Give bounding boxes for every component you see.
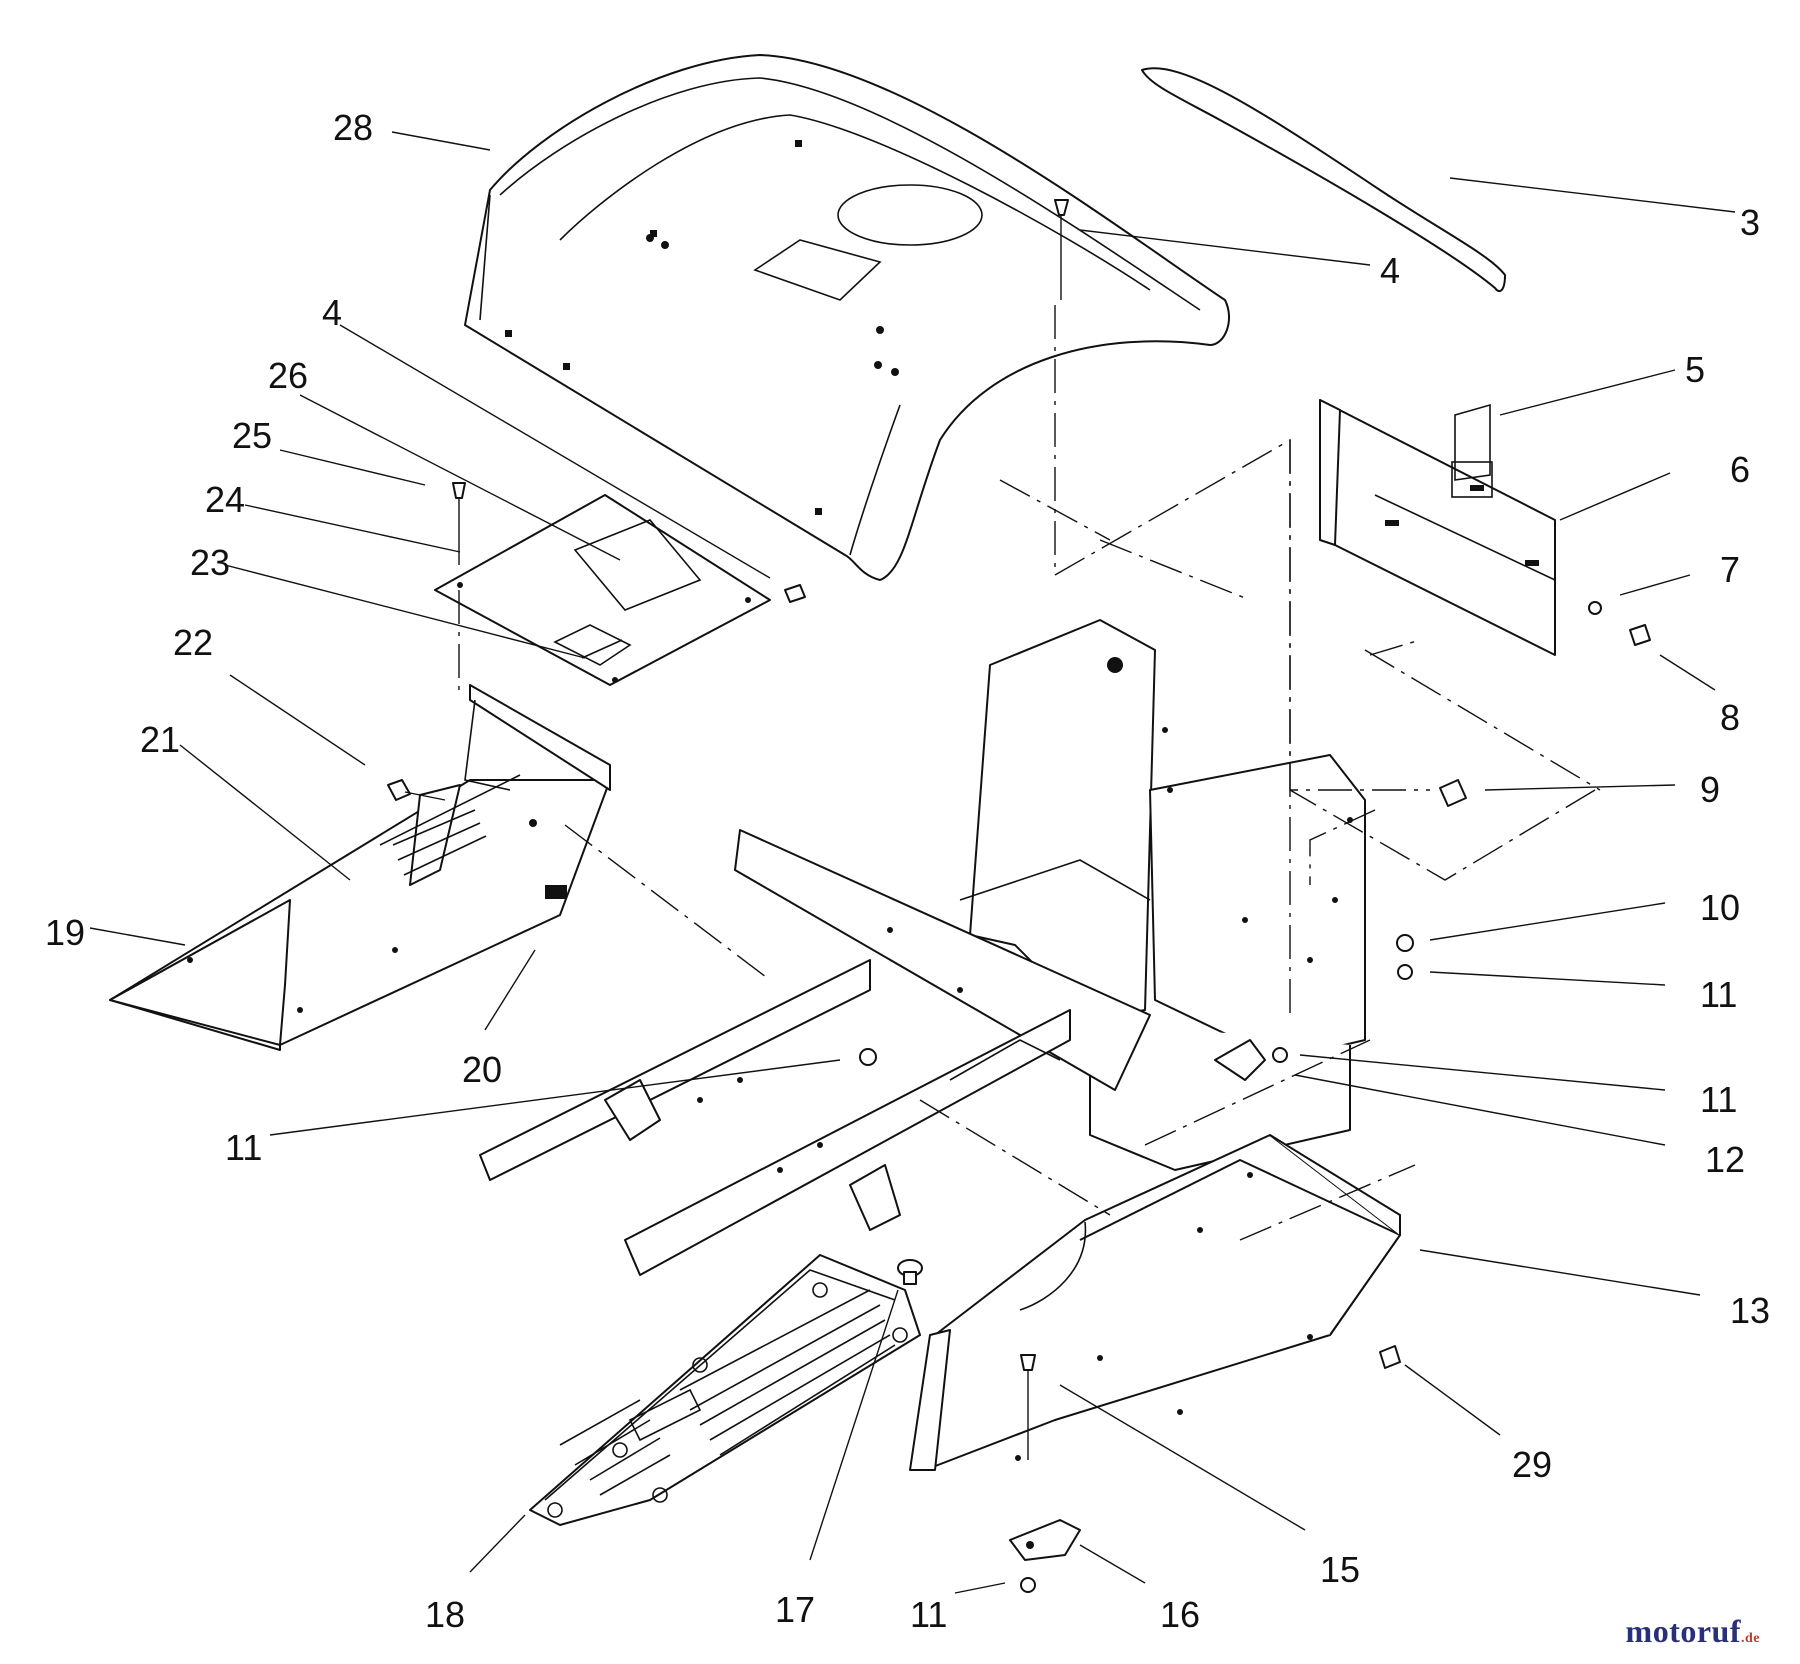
plug-part-17	[897, 1259, 923, 1285]
callout-labels: 28 3 4 4 26 25 24 23 22 21 19 20 5 6 7 8…	[45, 107, 1770, 1635]
callout-5: 5	[1685, 349, 1705, 390]
nut-part-10	[1396, 934, 1414, 952]
callout-8: 8	[1720, 697, 1740, 738]
watermark-brand: motoruf	[1625, 1613, 1741, 1649]
screw-part-25	[452, 482, 466, 690]
callout-4-b: 4	[322, 292, 342, 333]
panel-part-24	[434, 494, 771, 686]
callout-18: 18	[425, 1594, 465, 1635]
callout-25: 25	[232, 415, 272, 456]
callout-29: 29	[1512, 1444, 1552, 1485]
callout-9: 9	[1700, 769, 1720, 810]
callout-20: 20	[462, 1049, 502, 1090]
callout-17: 17	[775, 1589, 815, 1630]
callout-28: 28	[333, 107, 373, 148]
watermark-suffix: .de	[1741, 1631, 1760, 1646]
callout-12: 12	[1705, 1139, 1745, 1180]
callout-16: 16	[1160, 1594, 1200, 1635]
callout-24: 24	[205, 479, 245, 520]
nut-part-11-b	[859, 1048, 877, 1066]
callout-19: 19	[45, 912, 85, 953]
frame-assembly	[479, 619, 1366, 1276]
panel-part-6	[1319, 399, 1556, 656]
nut-part-11-d	[1020, 1577, 1036, 1593]
bolt-part-4	[784, 199, 1069, 603]
floor-mat-part-18	[529, 1254, 921, 1526]
leader-lines	[89, 131, 1736, 1594]
trim-strip-part-3	[1141, 67, 1506, 293]
left-footrest-part-21	[109, 684, 611, 1051]
callout-15: 15	[1320, 1549, 1360, 1590]
callout-22: 22	[173, 622, 213, 663]
washer-part-7	[1588, 601, 1602, 615]
callout-3: 3	[1740, 202, 1760, 243]
callout-11-d: 11	[910, 1594, 947, 1635]
right-footrest-part-13	[909, 1134, 1401, 1471]
clip-part-9	[1439, 779, 1467, 807]
callout-4: 4	[1380, 250, 1400, 291]
callout-13: 13	[1730, 1290, 1770, 1331]
bolt-part-8	[1629, 624, 1651, 646]
callout-26: 26	[268, 355, 308, 396]
callout-11-a: 11	[1700, 974, 1737, 1015]
bracket-part-16	[1009, 1519, 1081, 1561]
nut-part-11-c	[1272, 1047, 1288, 1063]
callout-6: 6	[1730, 449, 1750, 490]
callout-21: 21	[140, 719, 180, 760]
screw-part-15	[1020, 1354, 1036, 1460]
bolt-part-22	[387, 779, 446, 801]
callout-11-b: 11	[1700, 1079, 1737, 1120]
nut-part-11-a	[1397, 964, 1413, 980]
callout-10: 10	[1700, 887, 1740, 928]
hood-part-28	[464, 54, 1230, 581]
callout-11-c: 11	[225, 1127, 262, 1168]
callout-7: 7	[1720, 549, 1740, 590]
watermark-logo: motoruf.de	[1626, 1613, 1760, 1650]
callout-23: 23	[190, 542, 230, 583]
assembly-lines	[564, 305, 1601, 1241]
bolt-part-29	[1379, 1345, 1401, 1369]
